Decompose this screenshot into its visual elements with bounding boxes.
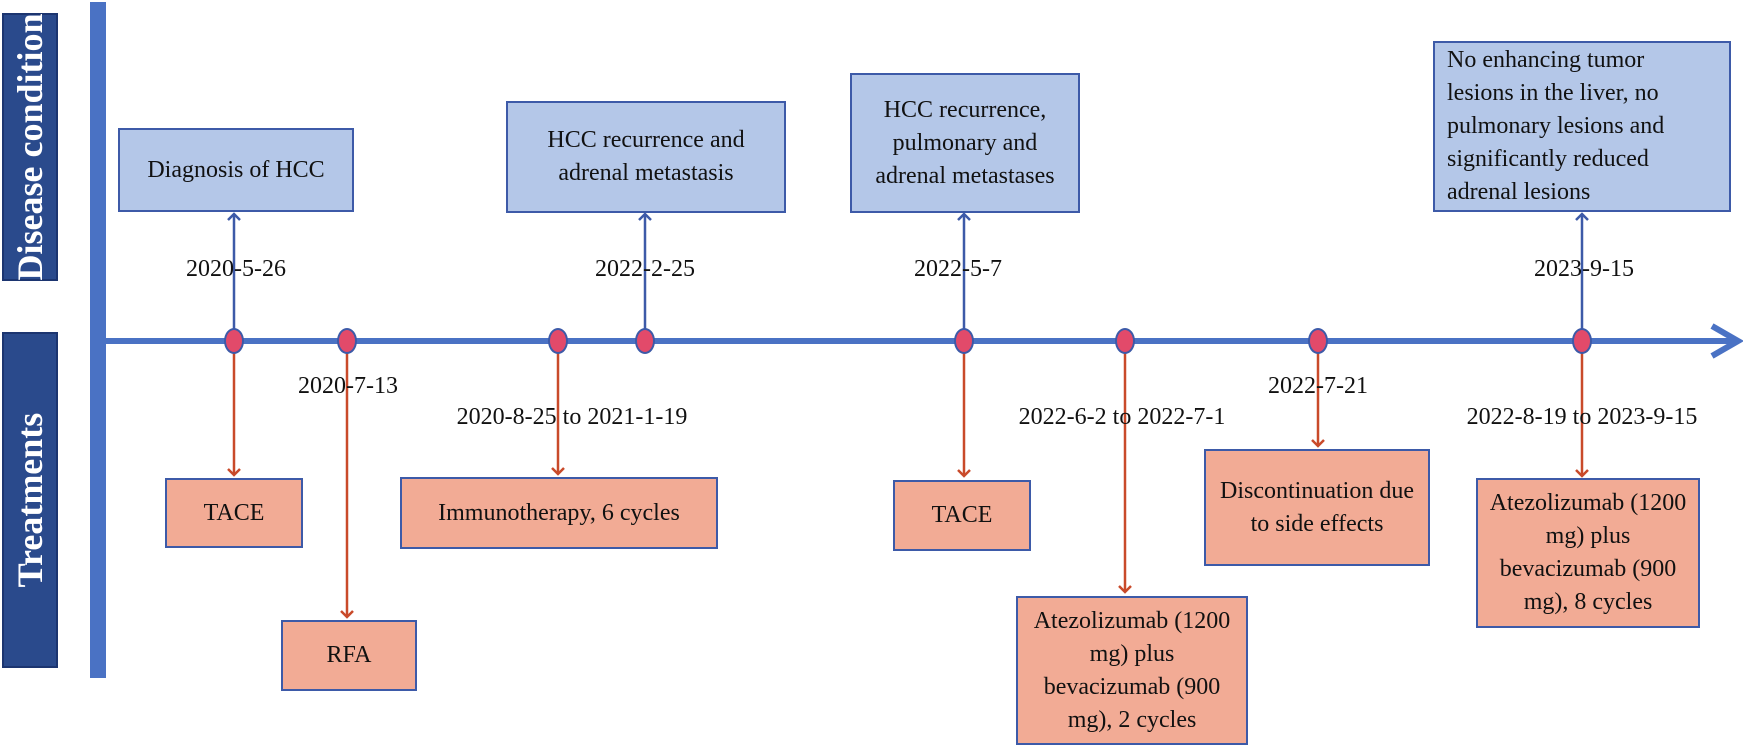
treatment-date-5: 2022-6-2 to 2022-7-1 (1018, 404, 1226, 430)
treatment-box-7: Atezolizumab (1200 mg) plus bevacizumab … (1476, 478, 1700, 628)
disease-text-4: No enhancing tumor lesions in the liver,… (1447, 47, 1665, 205)
timeline-dot-2020-7-13 (337, 328, 357, 354)
timeline-dot-2020-8-25 (548, 328, 568, 354)
disease-date-4: 2023-9-15 (1534, 256, 1634, 282)
disease-box-3: HCC recurrence, pulmonary and adrenal me… (850, 73, 1080, 213)
treatment-box-2: RFA (281, 620, 417, 691)
treatment-text-5: Atezolizumab (1200 mg) plus bevacizumab … (1033, 607, 1231, 733)
disease-date-1: 2020-5-26 (186, 256, 286, 282)
disease-box-4: No enhancing tumor lesions in the liver,… (1433, 41, 1731, 212)
treatment-date-7: 2022-8-19 to 2023-9-15 (1466, 404, 1698, 430)
treatment-box-5: Atezolizumab (1200 mg) plus bevacizumab … (1016, 596, 1248, 745)
treatments-label-panel: Treatments (2, 332, 58, 668)
treatment-date-6: 2022-7-21 (1268, 373, 1368, 399)
treatment-text-7: Atezolizumab (1200 mg) plus bevacizumab … (1489, 490, 1687, 615)
disease-text-1: Diagnosis of HCC (147, 156, 325, 183)
treatment-box-1: TACE (165, 478, 303, 548)
treatment-box-4: TACE (893, 480, 1031, 551)
timeline-axis (104, 323, 1743, 359)
timeline-dot-2020-5-26 (224, 328, 244, 354)
treatment-text-3: Immunotherapy, 6 cycles (438, 499, 680, 526)
disease-condition-label-panel: Disease condition (2, 13, 58, 281)
timeline-dot-2022-5-7 (954, 328, 974, 354)
disease-date-2: 2022-2-25 (595, 256, 695, 282)
disease-text-2: HCC recurrence and adrenal metastasis (547, 127, 745, 186)
treatment-date-2: 2020-7-13 (298, 373, 398, 399)
treatment-date-3: 2020-8-25 to 2021-1-19 (456, 404, 688, 430)
timeline-dot-2023-9-15 (1572, 328, 1592, 354)
disease-box-2: HCC recurrence and adrenal metastasis (506, 101, 786, 213)
treatment-text-1: TACE (203, 499, 265, 526)
timeline-dot-2022-6-2 (1115, 328, 1135, 354)
treatment-text-2: RFA (326, 642, 372, 668)
timeline-dot-2022-7-21 (1308, 328, 1328, 354)
timeline-dot-2022-2-25 (635, 328, 655, 354)
vertical-axis-bar (90, 2, 106, 678)
treatment-text-4: TACE (931, 502, 993, 528)
disease-text-3: HCC recurrence, pulmonary and adrenal me… (875, 96, 1055, 189)
treatment-box-3: Immunotherapy, 6 cycles (400, 477, 718, 549)
treatment-box-6: Discontinuation due to side effects (1204, 449, 1430, 566)
treatment-text-6: Discontinuation due to side effects (1220, 477, 1414, 537)
disease-box-1: Diagnosis of HCC (118, 128, 354, 212)
disease-date-3: 2022-5-7 (914, 256, 1002, 282)
